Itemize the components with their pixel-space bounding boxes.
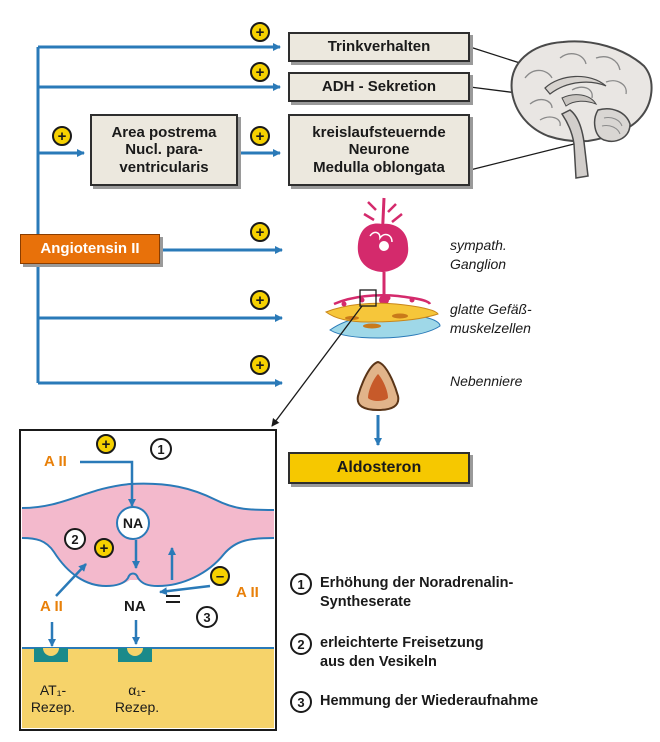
plus-sign-area: +: [52, 126, 72, 146]
adh-sekretion-box: ADH - Sekretion: [288, 72, 470, 102]
legend-number-1: 1: [290, 573, 312, 595]
legend-text-2: erleichterte Freisetzung aus den Vesikel…: [320, 635, 484, 670]
kreislauf-neurone-box: kreislaufsteuernde Neurone Medulla oblon…: [288, 114, 470, 186]
alpha1-receptor-label: α₁- Rezep.: [114, 682, 160, 715]
number-1-circle: 1: [150, 438, 172, 460]
nebenniere-label: Nebenniere: [450, 373, 523, 389]
plus-sign-gefass: +: [250, 290, 270, 310]
legend-item-2: 2 erleichterte Freisetzung aus den Vesik…: [290, 633, 484, 672]
smooth-muscle-illustration: [271, 289, 441, 427]
at1-receptor-label: AT₁- Rezep.: [30, 682, 76, 715]
synapse-inset-graphics: [19, 429, 277, 731]
number-3-circle: 3: [196, 606, 218, 628]
legend-text-3: Hemmung der Wiederaufnahme: [320, 693, 539, 709]
area-postrema-line2: Nucl. para-: [125, 141, 203, 159]
legend-item-3: 3 Hemmung der Wiederaufnahme: [290, 691, 539, 713]
na-vesicle: NA: [116, 506, 150, 540]
plus-sign-nebenniere: +: [250, 355, 270, 375]
area-postrema-line1: Area postrema: [111, 124, 217, 142]
legend-text-1: Erhöhung der Noradrenalin- Syntheserate: [320, 575, 514, 610]
minus-sign-inset: –: [210, 566, 230, 586]
aii-label-left: A II: [40, 598, 63, 615]
brain-illustration: [510, 40, 653, 179]
aii-label-right: A II: [236, 584, 259, 601]
gefass-label: glatte Gefäß- muskelzellen: [450, 301, 532, 336]
kreislauf-line3: Medulla oblongata: [313, 158, 445, 176]
plus-sign-ganglion: +: [250, 222, 270, 242]
kreislauf-line1: kreislaufsteuernde: [312, 124, 446, 142]
plus-sign-adh: +: [250, 62, 270, 82]
area-postrema-box: Area postrema Nucl. para- ventricularis: [90, 114, 238, 186]
legend-number-2: 2: [290, 633, 312, 655]
aldosteron-label: Aldosteron: [336, 458, 422, 476]
aldosteron-box: Aldosteron: [288, 452, 470, 484]
trinkverhalten-box: Trinkverhalten: [288, 32, 470, 62]
ganglion-label: sympath. Ganglion: [450, 237, 507, 272]
plus-sign-trink: +: [250, 22, 270, 42]
plus-sign-inset-1: +: [96, 434, 116, 454]
adrenal-gland-illustration: [356, 360, 400, 412]
angiotensin-trunk: [36, 43, 382, 446]
ganglion-illustration: [357, 197, 409, 305]
aii-label-top: A II: [44, 453, 67, 470]
plus-sign-inset-2: +: [94, 538, 114, 558]
area-postrema-line3: ventricularis: [119, 158, 209, 176]
trinkverhalten-label: Trinkverhalten: [327, 38, 431, 56]
number-2-circle: 2: [64, 528, 86, 550]
angiotensin-box: Angiotensin II: [20, 234, 160, 264]
legend-item-1: 1 Erhöhung der Noradrenalin- Syntheserat…: [290, 573, 514, 612]
angiotensin-label: Angiotensin II: [40, 240, 140, 258]
legend-number-3: 3: [290, 691, 312, 713]
na-released-label: NA: [124, 598, 146, 615]
adh-sekretion-label: ADH - Sekretion: [321, 78, 437, 96]
kreislauf-line2: Neurone: [348, 141, 410, 159]
plus-sign-kreislauf: +: [250, 126, 270, 146]
